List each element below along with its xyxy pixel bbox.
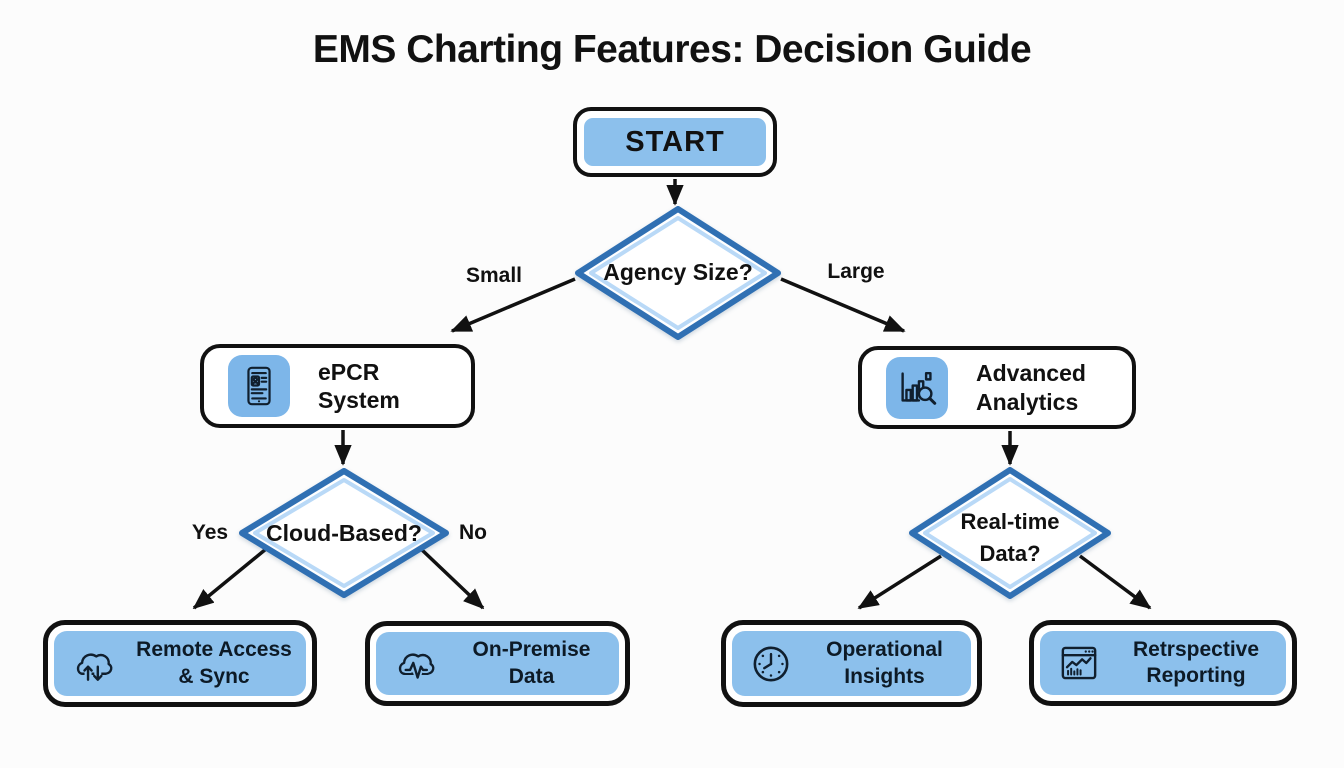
agency-size-diamond xyxy=(575,206,781,340)
cloud-based-diamond-inner xyxy=(253,478,435,588)
branch-label-yes: Yes xyxy=(191,521,229,544)
branch-label-no: No xyxy=(459,521,487,544)
remote-access-sync-label: Remote Access & Sync xyxy=(136,638,292,688)
cloud-pulse-icon xyxy=(390,638,442,690)
cloud-based-question: Cloud-Based? xyxy=(266,520,422,546)
retrospective-reporting-label: Retrspective Reporting xyxy=(1132,637,1260,687)
on-premise-data-node: On-Premise Data xyxy=(365,621,630,706)
realtime-data-diamond xyxy=(909,467,1111,599)
advanced-analytics-node: Advanced Analytics xyxy=(858,346,1136,429)
clock-icon xyxy=(746,639,796,689)
realtime-data-question: Real-time Data? xyxy=(910,506,1110,570)
cloud-based-diamond xyxy=(239,468,449,598)
tablet-epcr-icon xyxy=(228,355,290,417)
realtime-data-diamond-inner xyxy=(923,477,1097,589)
realtime-question-line2: Data? xyxy=(979,540,1041,566)
retrospective-reporting-node: Retrspective Reporting xyxy=(1029,620,1297,706)
arrow-realtime-to-operational xyxy=(857,554,942,610)
epcr-system-node: ePCR System xyxy=(200,344,475,428)
start-node: START xyxy=(573,107,777,177)
operational-insights-label: Operational Insights xyxy=(826,638,943,688)
operational-insights-node: Operational Insights xyxy=(721,620,982,707)
remote-access-sync-node: Remote Access & Sync xyxy=(43,620,317,707)
epcr-system-label: ePCR System xyxy=(318,358,400,413)
arrow-realtime-to-retrospective xyxy=(1078,554,1152,610)
branch-label-large: Large xyxy=(827,260,885,283)
branch-label-small: Small xyxy=(465,264,523,287)
arrow-cloud-to-remote xyxy=(192,547,268,610)
arrow-agency-to-epcr xyxy=(450,277,576,333)
advanced-analytics-label: Advanced Analytics xyxy=(976,360,1086,415)
agency-size-question: Agency Size? xyxy=(603,259,753,285)
realtime-question-line1: Real-time xyxy=(960,509,1060,534)
realtime-data-diamond-outer xyxy=(909,467,1111,599)
window-chart-icon xyxy=(1054,638,1104,688)
agency-size-diamond-outer xyxy=(575,206,781,340)
on-premise-data-label: On-Premise Data xyxy=(472,638,591,688)
arrow-agency-to-analytics xyxy=(780,277,906,333)
start-label: START xyxy=(584,118,766,166)
cloud-sync-icon xyxy=(68,638,120,690)
page-title: EMS Charting Features: Decision Guide xyxy=(312,28,1032,71)
arrow-cloud-to-onpremise xyxy=(419,547,485,610)
bar-chart-magnifier-icon xyxy=(886,356,948,419)
cloud-based-diamond-outer xyxy=(239,468,449,598)
agency-size-diamond-inner xyxy=(589,216,767,330)
